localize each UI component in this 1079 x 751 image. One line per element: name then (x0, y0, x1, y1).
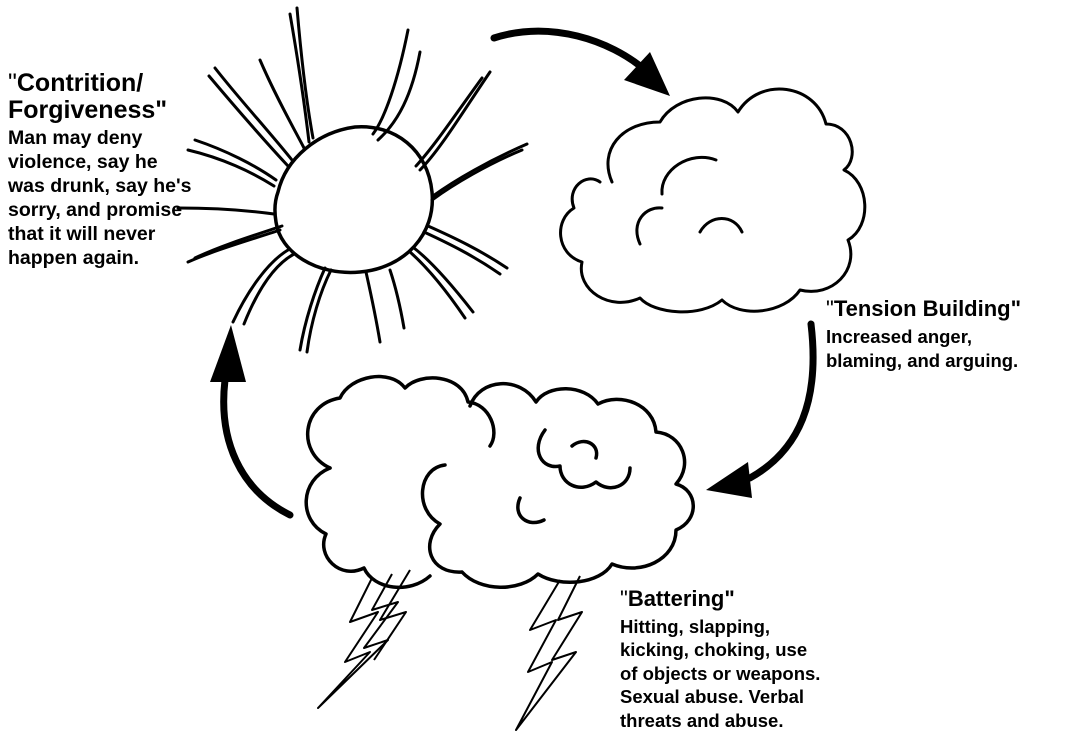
tension-building-label: "Tension Building" Increased anger, blam… (826, 296, 1021, 372)
contrition-forgiveness-label: "Contrition/ Forgiveness" Man may deny v… (8, 70, 191, 271)
tension-title: "Tension Building" (826, 296, 1022, 321)
battering-label: "Battering" Hitting, slapping, kicking, … (620, 586, 820, 732)
sun-icon (176, 6, 529, 354)
cycle-arrow-icon (220, 27, 817, 519)
storm-cloud-icon (304, 374, 695, 590)
battering-title: "Battering" (620, 586, 735, 611)
cycle-arrow-heads (210, 52, 752, 498)
contrition-title: "Contrition/ (8, 69, 144, 97)
forgiveness-title: Forgiveness" (8, 95, 168, 124)
tension-description: Increased anger, blaming, and arguing. (826, 325, 1019, 371)
lightning-bolt-icon (317, 569, 583, 731)
battering-description: Hitting, slapping, kicking, choking, use… (620, 615, 821, 731)
cloud-icon (559, 87, 867, 314)
contrition-description: Man may deny violence, say he was drunk,… (8, 126, 192, 270)
